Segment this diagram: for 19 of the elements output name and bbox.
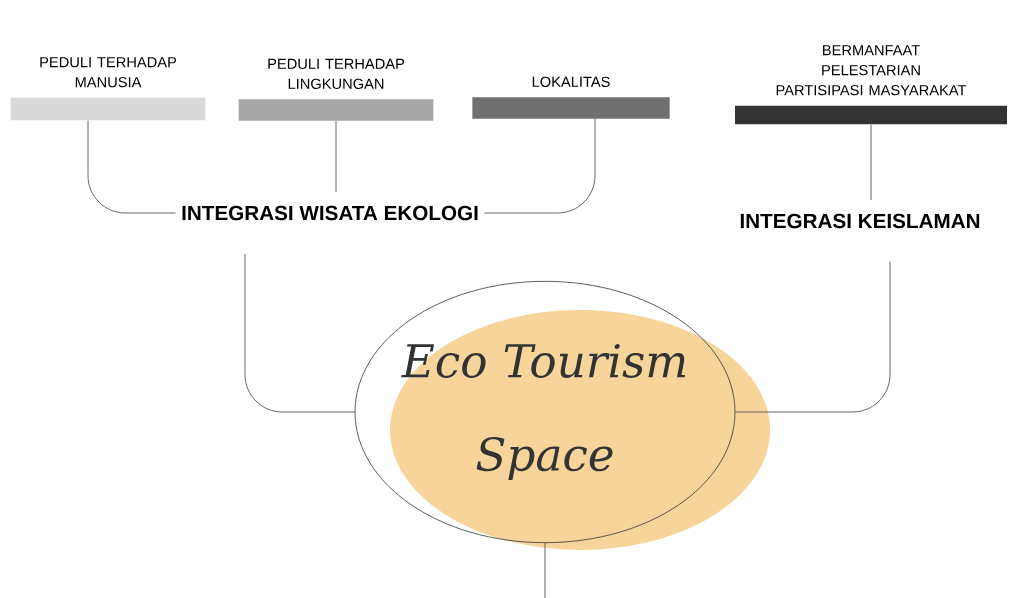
heading: INTEGRASI WISATA EKOLOGI bbox=[182, 205, 478, 221]
node-label: PARTISIPASI MASYARAKAT bbox=[776, 84, 967, 96]
connector-line bbox=[735, 261, 891, 413]
connector-line bbox=[484, 118, 596, 214]
node-label: PEDULI TERHADAP MANUSIA bbox=[40, 57, 177, 88]
bar: PEDULI TERHADAP MANUSIA bbox=[10, 57, 206, 121]
bar: PEDULI TERHADAP LINGKUNGAN bbox=[238, 58, 434, 121]
heading: INTEGRASI KEISLAMAN bbox=[740, 213, 980, 229]
connector-line bbox=[244, 253, 355, 413]
node-label: LOKALITAS bbox=[532, 76, 610, 88]
connector-line bbox=[870, 124, 872, 201]
node-label: PEDULI TERHADAP LINGKUNGAN bbox=[268, 58, 405, 90]
connector-line bbox=[544, 542, 546, 598]
node-label: PELESTARIAN bbox=[822, 64, 920, 76]
bar: BERMANFAAT PELESTARIAN PARTISIPASI MASYARAKAT bbox=[735, 45, 1007, 125]
connector-line bbox=[87, 120, 176, 214]
bar: LOKALITAS bbox=[472, 76, 670, 119]
node-label: BERMANFAAT bbox=[823, 45, 920, 56]
connector-line bbox=[335, 120, 337, 193]
